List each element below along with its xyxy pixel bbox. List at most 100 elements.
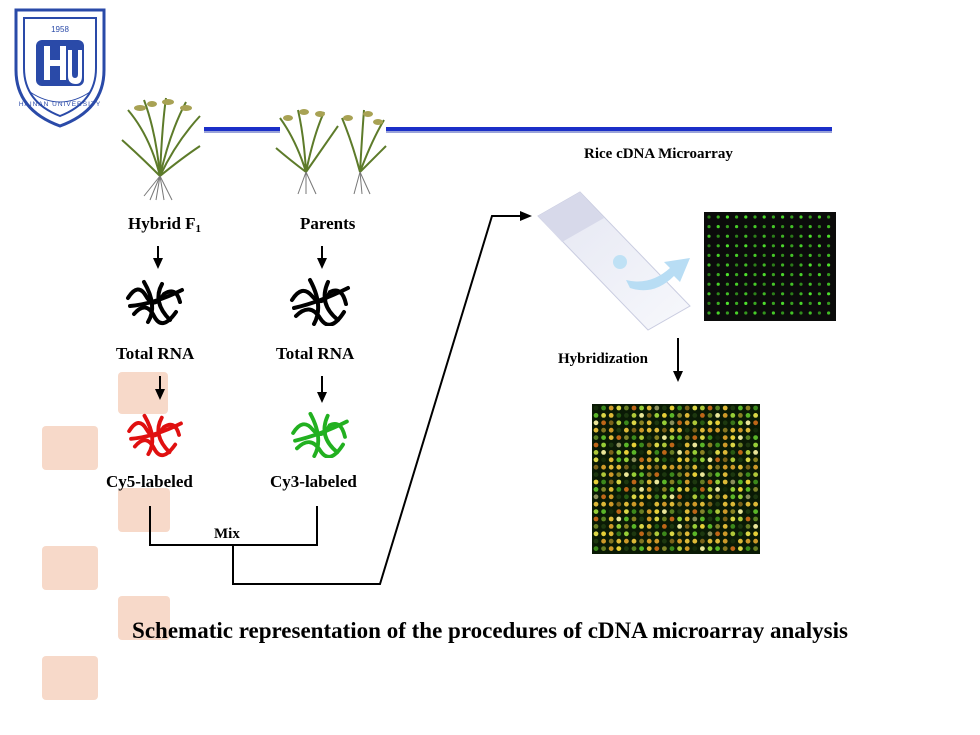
array-spot [817, 301, 821, 305]
array-spot [631, 457, 637, 463]
arrow-down-icon [153, 258, 163, 269]
rna-tangle-icon-cy3 [291, 411, 349, 458]
array-spot [684, 538, 690, 544]
watermark-stamp [42, 656, 98, 700]
array-spot [744, 244, 748, 248]
array-spot [790, 273, 794, 277]
array-spot [799, 311, 803, 315]
array-spot [677, 442, 682, 448]
array-spot [684, 450, 690, 455]
array-spot [601, 405, 606, 411]
array-spot [646, 450, 652, 455]
array-spot [799, 301, 803, 305]
array-spot [639, 524, 644, 529]
array-spot [654, 501, 660, 507]
array-spot [707, 494, 713, 500]
array-spot [700, 472, 705, 477]
array-spot [707, 442, 713, 448]
array-spot [692, 524, 698, 529]
array-spot [730, 450, 736, 455]
array-spot [827, 244, 831, 248]
array-spot [738, 501, 743, 507]
array-spot [735, 263, 739, 267]
array-spot [730, 487, 736, 492]
array-spot [715, 524, 720, 529]
array-spot [593, 405, 599, 411]
array-spot [669, 479, 675, 485]
array-spot [608, 494, 614, 500]
array-spot [608, 487, 614, 492]
array-spot [646, 487, 652, 492]
array-spot [781, 301, 785, 305]
array-spot [738, 531, 743, 537]
array-spot [669, 509, 675, 514]
arrow-down-icon [155, 389, 165, 400]
array-spot [753, 531, 758, 537]
array-spot [722, 435, 728, 440]
array-spot [707, 311, 711, 315]
array-spot [662, 509, 667, 514]
array-spot [601, 538, 606, 544]
array-spot [753, 234, 757, 238]
array-spot [593, 472, 599, 477]
array-spot [654, 479, 660, 485]
array-spot [753, 516, 758, 522]
array-spot [817, 234, 821, 238]
array-spot [608, 501, 614, 507]
array-spot [608, 435, 614, 440]
array-spot [639, 479, 644, 485]
array-spot [684, 435, 690, 440]
array-spot [608, 427, 614, 433]
array-spot [677, 509, 682, 514]
array-spot [662, 516, 667, 522]
array-spot [781, 253, 785, 257]
array-spot [684, 531, 690, 537]
array-spot [601, 472, 606, 477]
array-spot [808, 244, 812, 248]
array-spot [799, 244, 803, 248]
array-spot [707, 501, 713, 507]
array-spot [654, 509, 660, 514]
array-spot [817, 225, 821, 229]
array-spot [639, 442, 644, 448]
header-rule-right [386, 127, 832, 133]
array-spot [677, 516, 682, 522]
array-spot [715, 435, 720, 440]
array-spot [753, 464, 758, 470]
array-spot [817, 292, 821, 296]
array-spot [669, 501, 675, 507]
array-spot [817, 311, 821, 315]
array-spot [639, 531, 644, 537]
array-spot [738, 472, 743, 477]
array-spot [624, 413, 629, 418]
array-spot [707, 225, 711, 229]
array-spot [662, 487, 667, 492]
array-spot [715, 487, 720, 492]
array-spot [730, 538, 736, 544]
array-spot [593, 479, 599, 485]
array-spot [738, 494, 743, 500]
array-spot [601, 524, 606, 529]
array-spot [608, 531, 614, 537]
array-spot [631, 472, 637, 477]
array-spot [616, 494, 622, 500]
array-spot [715, 516, 720, 522]
array-spot [753, 244, 757, 248]
array-spot [745, 420, 751, 426]
arrow-shaft [159, 376, 161, 390]
array-spot [608, 516, 614, 522]
array-spot [601, 479, 606, 485]
array-spot [646, 546, 652, 551]
array-spot [722, 427, 728, 433]
array-spot [616, 405, 622, 411]
label-mix: Mix [214, 526, 240, 542]
array-spot [808, 311, 812, 315]
array-spot [662, 531, 667, 537]
array-spot [707, 413, 713, 418]
array-spot [762, 244, 766, 248]
array-spot [608, 509, 614, 514]
array-spot [646, 457, 652, 463]
array-spot [808, 215, 812, 219]
array-spot [646, 479, 652, 485]
array-spot [684, 524, 690, 529]
